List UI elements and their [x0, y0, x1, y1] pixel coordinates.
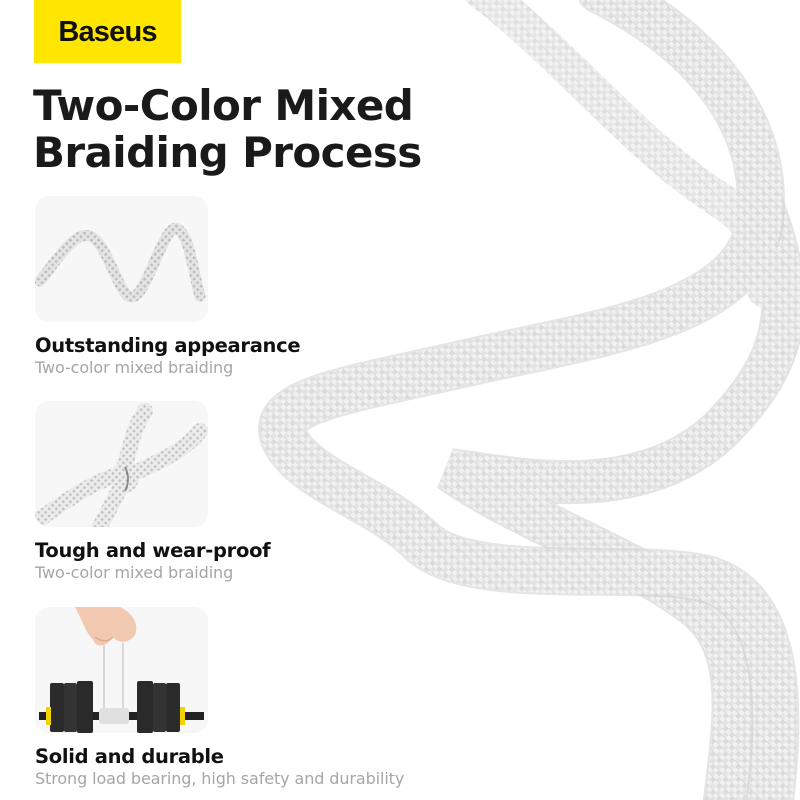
- dumbbell-load-image: [35, 607, 208, 733]
- knotted-cable-image: [35, 401, 208, 527]
- feature-title: Outstanding appearance: [35, 334, 301, 357]
- feature-subtitle: Strong load bearing, high safety and dur…: [35, 769, 405, 788]
- headline-line-1: Two-Color Mixed: [33, 81, 414, 130]
- brand-logo-text: Baseus: [58, 16, 157, 48]
- feature-outstanding-appearance: Outstanding appearance Two-color mixed b…: [35, 196, 301, 378]
- feature-subtitle: Two-color mixed braiding: [35, 358, 234, 377]
- headline-line-2: Braiding Process: [33, 128, 422, 177]
- feature-tough-wear-proof: Tough and wear-proof Two-color mixed bra…: [35, 401, 271, 583]
- page-headline: Two-Color Mixed Braiding Process: [33, 82, 422, 176]
- feature-title: Solid and durable: [35, 745, 224, 768]
- brand-logo: Baseus: [34, 0, 181, 63]
- feature-title: Tough and wear-proof: [35, 539, 271, 562]
- wavy-cable-image: [35, 196, 208, 322]
- feature-solid-durable: Solid and durable Strong load bearing, h…: [35, 607, 404, 789]
- feature-subtitle: Two-color mixed braiding: [35, 563, 234, 582]
